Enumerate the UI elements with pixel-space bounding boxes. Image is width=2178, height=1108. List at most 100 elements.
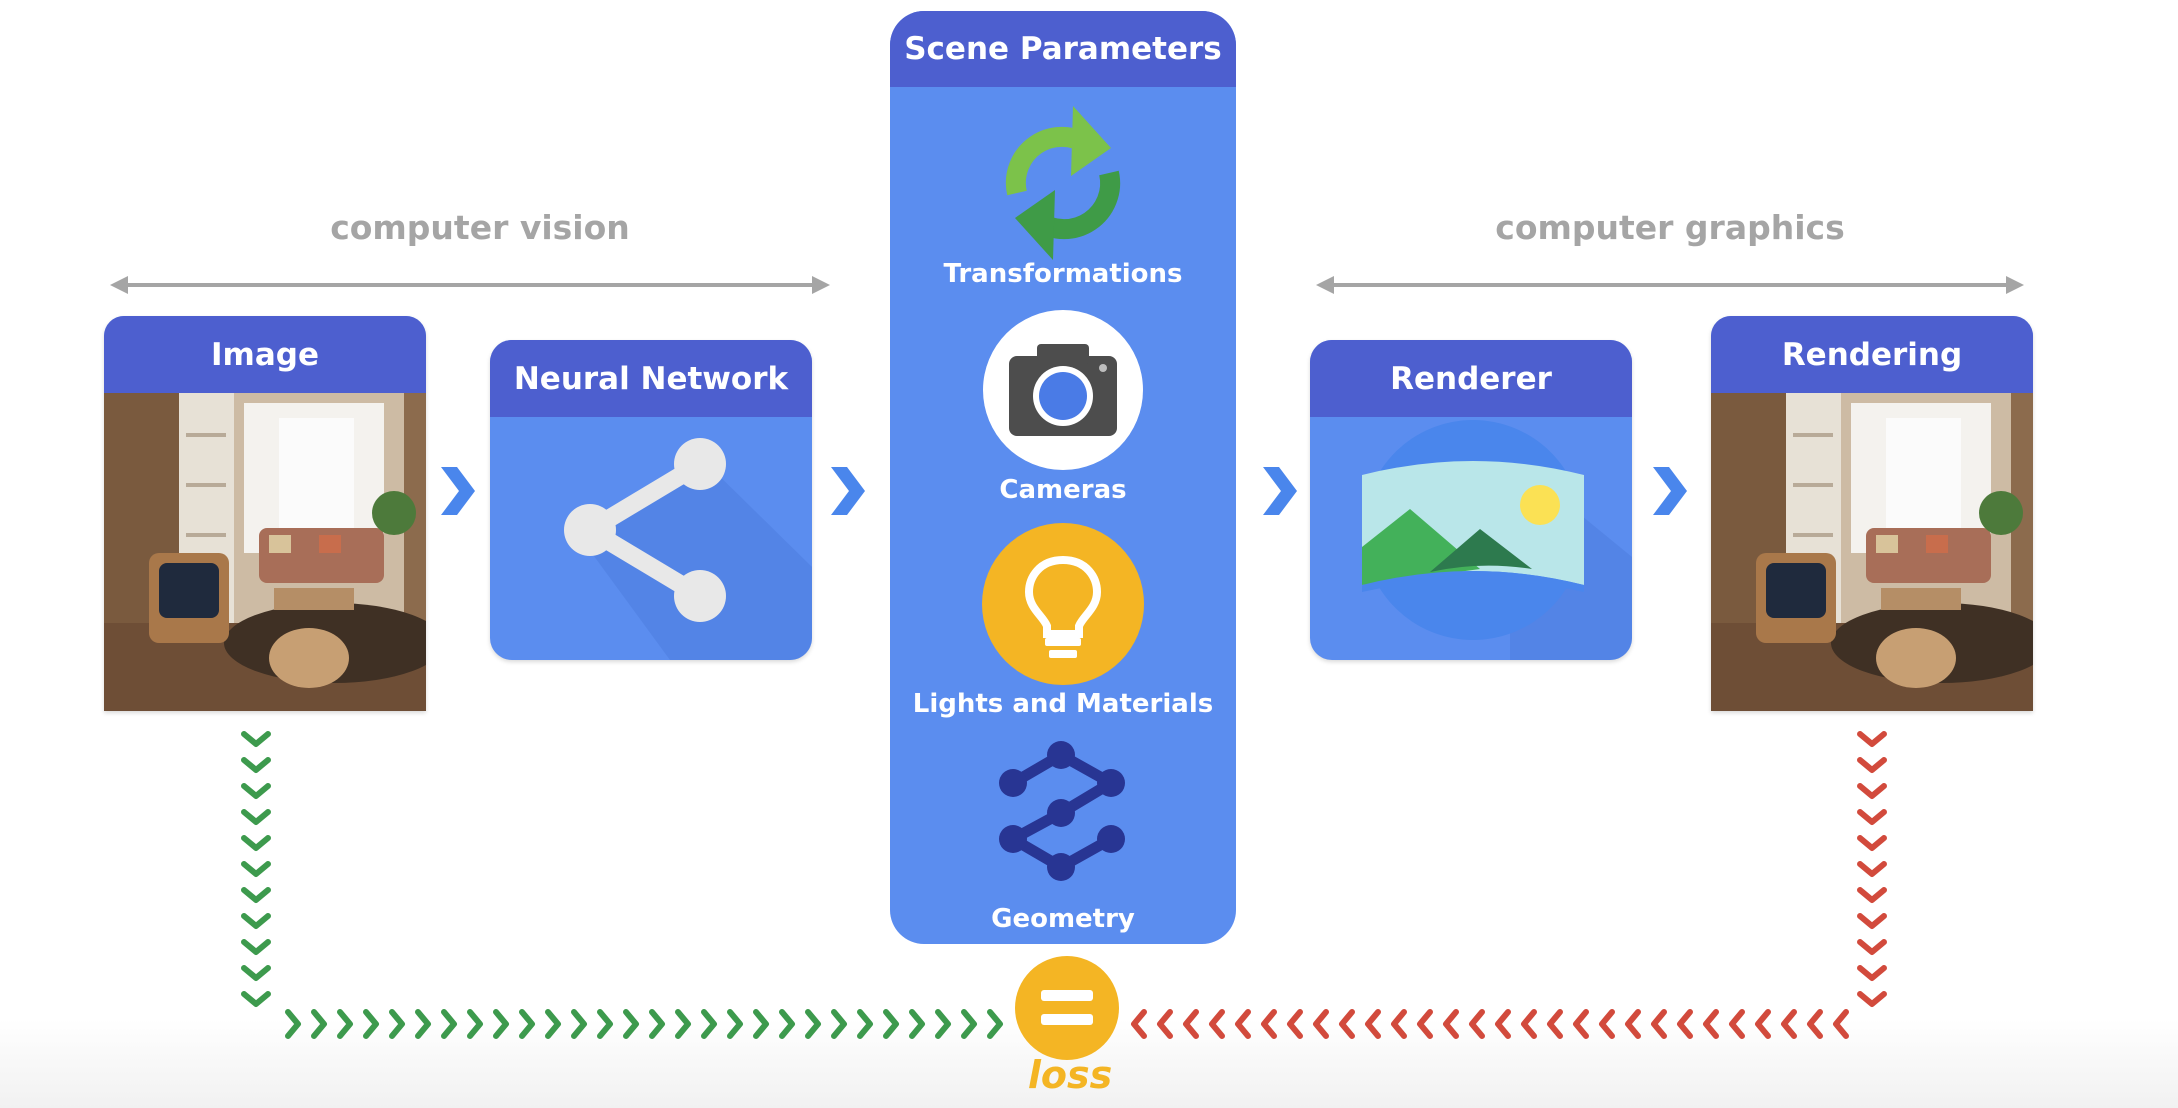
red-left-chevron xyxy=(1183,1009,1199,1039)
chevron-right-icon xyxy=(1653,467,1687,515)
green-down-chevron xyxy=(241,783,271,799)
image-card-title: Image xyxy=(104,316,426,393)
red-left-chevron xyxy=(1417,1009,1433,1039)
green-down-chevron xyxy=(241,861,271,877)
red-left-chevron xyxy=(1599,1009,1615,1039)
red-left-chevron xyxy=(1235,1009,1251,1039)
red-left-chevron xyxy=(1547,1009,1563,1039)
red-left-chevron xyxy=(1209,1009,1225,1039)
green-right-chevron xyxy=(805,1009,821,1039)
loss-label: loss xyxy=(1027,1053,1113,1097)
chevron-right-icon xyxy=(441,467,475,515)
renderer-card-title: Renderer xyxy=(1310,340,1632,417)
green-down-chevron xyxy=(241,731,271,747)
green-right-chevron xyxy=(883,1009,899,1039)
red-down-chevron xyxy=(1857,887,1887,903)
green-right-chevron xyxy=(675,1009,691,1039)
red-left-chevron xyxy=(1521,1009,1537,1039)
red-down-chevron xyxy=(1857,809,1887,825)
red-down-chevron xyxy=(1857,783,1887,799)
red-left-chevron xyxy=(1287,1009,1303,1039)
red-left-chevron xyxy=(1131,1009,1147,1039)
green-right-chevron xyxy=(311,1009,327,1039)
red-down-chevron xyxy=(1857,861,1887,877)
green-right-chevron xyxy=(831,1009,847,1039)
green-down-chevron xyxy=(241,887,271,903)
green-right-chevron xyxy=(935,1009,951,1039)
green-right-chevron xyxy=(363,1009,379,1039)
scene-parameters-title: Scene Parameters xyxy=(890,11,1236,87)
computer-graphics-range-arrow xyxy=(1316,276,2024,294)
green-right-chevron xyxy=(415,1009,431,1039)
red-left-chevron xyxy=(1391,1009,1407,1039)
green-down-chevron xyxy=(241,939,271,955)
cameras-label: Cameras xyxy=(999,475,1127,505)
computer-graphics-label: computer graphics xyxy=(1495,208,1845,247)
green-right-chevron xyxy=(545,1009,561,1039)
living-room-photo xyxy=(104,393,426,711)
red-left-chevron xyxy=(1365,1009,1381,1039)
red-left-chevron xyxy=(1573,1009,1589,1039)
neural-network-card-title: Neural Network xyxy=(490,340,812,417)
red-left-chevron xyxy=(1781,1009,1797,1039)
renderer-card: Renderer xyxy=(1310,340,1632,660)
green-right-chevron xyxy=(727,1009,743,1039)
geometry-icon xyxy=(999,741,1125,881)
red-left-chevron xyxy=(1703,1009,1719,1039)
red-left-chevron xyxy=(1755,1009,1771,1039)
green-right-chevron xyxy=(337,1009,353,1039)
equals-icon xyxy=(1015,956,1119,1060)
red-left-chevron xyxy=(1729,1009,1745,1039)
red-left-chevron xyxy=(1157,1009,1173,1039)
rendering-card: Rendering xyxy=(1711,316,2033,711)
rendered-living-room-photo xyxy=(1711,393,2033,711)
chevron-right-icon xyxy=(1263,467,1297,515)
chevron-right-icon xyxy=(831,467,865,515)
green-right-chevron xyxy=(649,1009,665,1039)
green-right-chevron xyxy=(441,1009,457,1039)
green-right-chevron xyxy=(779,1009,795,1039)
green-right-chevron xyxy=(493,1009,509,1039)
green-right-chevron xyxy=(389,1009,405,1039)
geometry-label: Geometry xyxy=(991,904,1135,934)
green-down-chevron xyxy=(241,913,271,929)
green-right-chevron xyxy=(597,1009,613,1039)
red-down-chevron xyxy=(1857,965,1887,981)
red-down-chevron xyxy=(1857,835,1887,851)
green-right-chevron xyxy=(961,1009,977,1039)
computer-vision-range-arrow xyxy=(110,276,830,294)
transformations-label: Transformations xyxy=(943,259,1183,289)
green-right-chevron xyxy=(909,1009,925,1039)
green-right-chevron xyxy=(857,1009,873,1039)
red-left-chevron xyxy=(1495,1009,1511,1039)
red-left-chevron xyxy=(1339,1009,1355,1039)
scene-parameters-panel: Scene Parameters Transformations Cameras… xyxy=(890,11,1236,944)
red-down-chevron xyxy=(1857,757,1887,773)
green-right-chevron xyxy=(571,1009,587,1039)
red-left-chevron xyxy=(1443,1009,1459,1039)
green-down-chevron xyxy=(241,835,271,851)
red-left-chevron xyxy=(1261,1009,1277,1039)
red-left-chevron xyxy=(1469,1009,1485,1039)
lights-and-materials-label: Lights and Materials xyxy=(912,689,1214,719)
green-down-chevron xyxy=(241,991,271,1007)
red-left-chevron xyxy=(1833,1009,1849,1039)
red-down-chevron xyxy=(1857,913,1887,929)
neural-network-card: Neural Network xyxy=(490,340,812,660)
image-card: Image xyxy=(104,316,426,711)
green-right-chevron xyxy=(701,1009,717,1039)
green-right-chevron xyxy=(753,1009,769,1039)
red-down-chevron xyxy=(1857,991,1887,1007)
red-left-chevron xyxy=(1313,1009,1329,1039)
green-right-chevron xyxy=(285,1009,301,1039)
refresh-icon xyxy=(1005,106,1121,260)
green-down-chevron xyxy=(241,757,271,773)
red-left-chevron xyxy=(1651,1009,1667,1039)
red-left-chevron xyxy=(1625,1009,1641,1039)
green-down-chevron xyxy=(241,809,271,825)
computer-vision-label: computer vision xyxy=(330,208,630,247)
share-network-icon xyxy=(564,438,812,660)
camera-icon xyxy=(983,310,1143,470)
rendering-card-title: Rendering xyxy=(1711,316,2033,393)
